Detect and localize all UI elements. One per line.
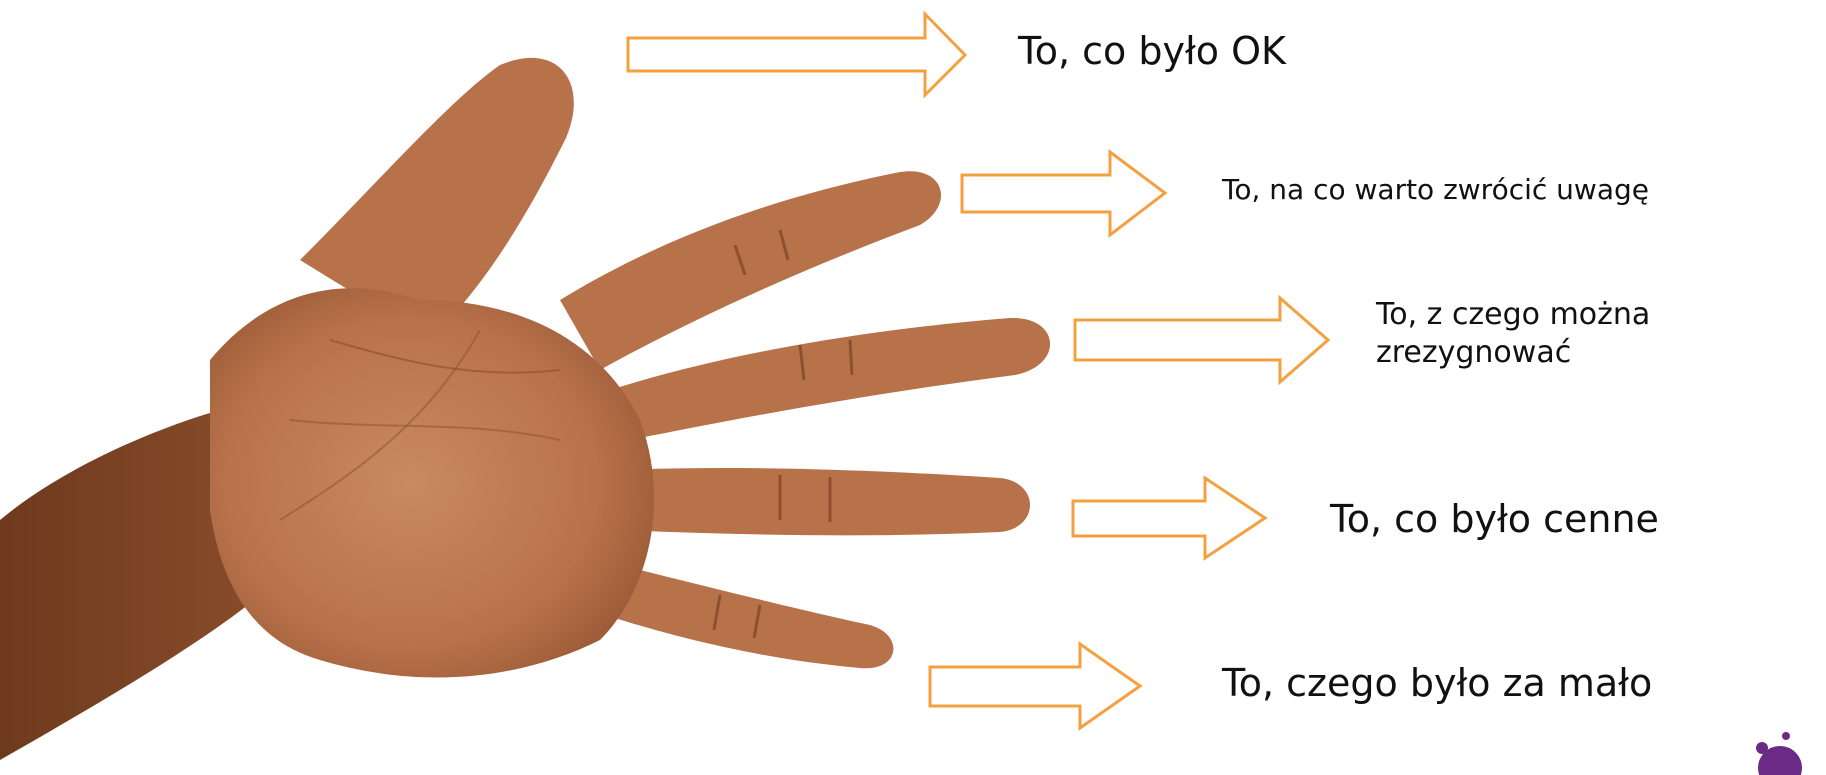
arrow-right-icon bbox=[626, 10, 968, 99]
arrow-right-icon bbox=[1073, 294, 1331, 386]
index-finger bbox=[560, 171, 942, 370]
arrow-right-icon bbox=[960, 149, 1168, 239]
thumb bbox=[300, 57, 574, 341]
ring-finger bbox=[620, 467, 1030, 536]
item-label-attention: To, na co warto zwrócić uwagę bbox=[1222, 173, 1649, 206]
item-label-valuable: To, co było cenne bbox=[1330, 497, 1659, 541]
item-label-too-little: To, czego było za mało bbox=[1222, 661, 1653, 705]
middle-finger bbox=[610, 317, 1051, 440]
logo-icon bbox=[1756, 732, 1802, 775]
item-label-resign-line2: zrezygnować bbox=[1376, 334, 1572, 370]
pinky-finger bbox=[590, 560, 894, 669]
item-label-resign: To, z czego można zrezygnować bbox=[1376, 296, 1650, 371]
palm bbox=[210, 288, 655, 678]
item-label-ok: To, co było OK bbox=[1018, 29, 1286, 73]
arrow-right-icon bbox=[928, 641, 1143, 731]
hand-image bbox=[0, 57, 1051, 760]
item-label-resign-line1: To, z czego można bbox=[1376, 297, 1651, 332]
arrow-right-icon bbox=[1071, 475, 1268, 561]
